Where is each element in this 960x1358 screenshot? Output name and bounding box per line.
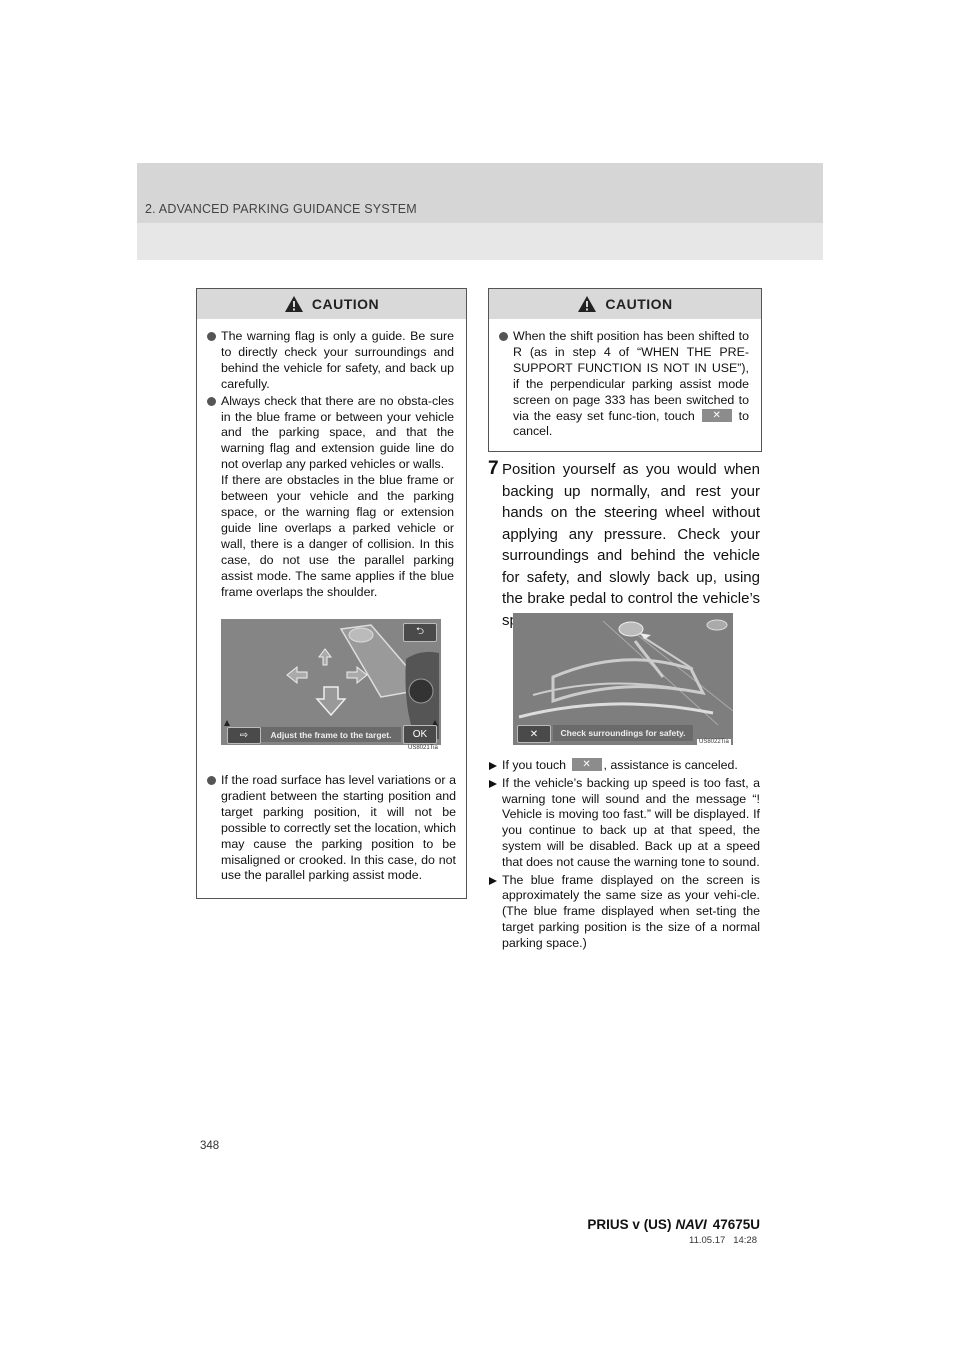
step-text: Position yourself as you would when back… — [502, 461, 760, 629]
section-title: 2. ADVANCED PARKING GUIDANCE SYSTEM — [145, 202, 417, 216]
image-code: US8021Tia — [406, 745, 440, 751]
cancel-button[interactable]: ✕ — [517, 725, 551, 743]
bullet-dot-icon — [207, 332, 216, 341]
close-icon: ✕ — [529, 728, 539, 740]
parking-screen-illustration: ⮌ ⇨ Adjust the frame to the target. OK U… — [221, 619, 441, 751]
caution-bullet: When the shift position has been shifted… — [499, 329, 749, 440]
caution-title: CAUTION — [311, 296, 380, 312]
switch-arrow-icon: ⇨ — [239, 730, 249, 741]
bullet-text: Always check that there are no obsta-cle… — [221, 393, 454, 472]
caution-title: CAUTION — [605, 296, 673, 312]
rear-camera-screen-illustration: ✕ Check surroundings for safety. US8022T… — [513, 613, 733, 745]
mode-switch-button[interactable]: ⇨ — [227, 727, 261, 744]
back-button[interactable]: ⮌ — [403, 623, 437, 642]
page-number: 348 — [200, 1140, 220, 1152]
note-item: The blue frame displayed on the screen i… — [488, 873, 760, 952]
triangle-bullet-icon — [489, 876, 497, 885]
caution-bullet: The warning flag is only a guide. Be sur… — [207, 329, 454, 393]
warning-icon — [578, 296, 597, 312]
bullet-dot-icon — [499, 332, 508, 341]
note-item: If you touch , assistance is canceled. — [488, 757, 760, 774]
return-arrow-icon: ⮌ — [415, 626, 424, 637]
header-strip — [137, 223, 823, 260]
cancel-x-icon — [701, 408, 732, 423]
bullet-dot-icon — [207, 396, 216, 406]
bullet-text: The warning flag is only a guide. Be sur… — [221, 329, 454, 391]
rear-camera-graphic — [513, 613, 733, 745]
ok-button[interactable]: OK — [403, 725, 437, 744]
caution-bullet: If the road surface has level variations… — [207, 773, 456, 884]
caution-box-left: CAUTION The warning flag is only a guide… — [196, 288, 467, 899]
bullet-dot-icon — [207, 776, 216, 785]
caution-bullet: Always check that there are no obsta-cle… — [207, 394, 454, 601]
step-7: 7 Position yourself as you would when ba… — [488, 458, 760, 631]
note-item: If the vehicle’s backing up speed is too… — [488, 776, 760, 871]
caution-header: CAUTION — [489, 289, 761, 319]
triangle-bullet-icon — [489, 779, 497, 788]
bullet-text: If there are obstacles in the blue frame… — [221, 473, 454, 599]
message-bar: Check surroundings for safety. — [553, 725, 693, 741]
footer-date: 11.05.17 14:28 — [689, 1235, 757, 1246]
cancel-x-icon — [571, 757, 602, 773]
step-number: 7 — [488, 458, 499, 479]
caution-header: CAUTION — [197, 289, 466, 319]
image-code: US8022Tia — [697, 739, 731, 745]
bullet-text: When the shift position has been shifted… — [513, 329, 749, 440]
warning-icon — [284, 296, 303, 312]
bullet-text: If the road surface has level variations… — [221, 773, 456, 883]
triangle-bullet-icon — [489, 762, 497, 770]
caution-box-right: CAUTION When the shift position has been… — [488, 288, 762, 452]
notes-list: If you touch , assistance is canceled. I… — [488, 757, 760, 954]
message-bar: Adjust the frame to the target. — [261, 727, 401, 742]
